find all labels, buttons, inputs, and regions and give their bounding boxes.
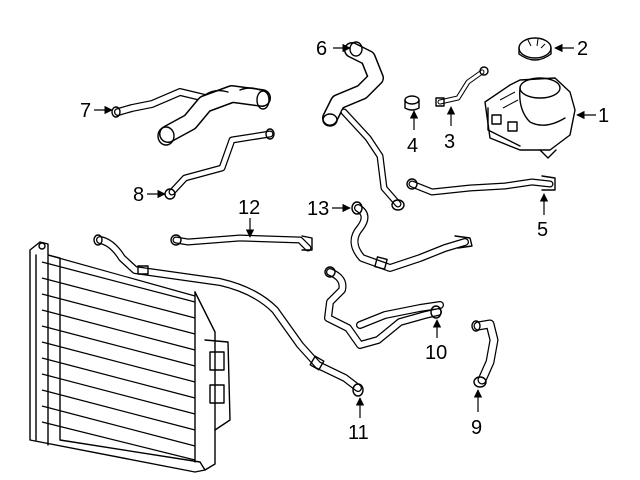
callout-3-label: 3 <box>444 131 455 153</box>
hose-11 <box>93 234 364 397</box>
callout-7-label: 7 <box>80 100 91 122</box>
callout-11-label: 11 <box>348 422 369 444</box>
callout-7: 7 <box>80 100 113 122</box>
callout-1-label: 1 <box>598 105 609 127</box>
hose-6 <box>322 41 405 211</box>
callout-6-label: 6 <box>316 38 327 60</box>
callout-10-label: 10 <box>425 342 447 364</box>
callout-2: 2 <box>554 38 588 60</box>
callout-8: 8 <box>133 184 166 206</box>
cap-2 <box>518 37 552 61</box>
callout-12: 12 <box>238 197 260 238</box>
hose-13 <box>350 201 473 272</box>
callout-2-label: 2 <box>577 38 588 60</box>
callout-9: 9 <box>471 389 483 439</box>
hose-3 <box>435 66 489 107</box>
reservoir-1 <box>484 77 576 159</box>
callout-5: 5 <box>537 193 549 241</box>
callout-5-label: 5 <box>537 219 548 241</box>
callout-10: 10 <box>425 319 447 364</box>
callout-9-label: 9 <box>471 417 482 439</box>
callout-11: 11 <box>348 397 369 444</box>
callout-12-label: 12 <box>238 197 260 219</box>
hose-7 <box>111 85 271 146</box>
hose-9 <box>471 319 499 388</box>
callout-1: 1 <box>576 105 609 127</box>
callout-8-label: 8 <box>133 184 144 206</box>
hose-5 <box>406 175 556 196</box>
callout-13: 13 <box>307 198 351 220</box>
clamp-4 <box>404 95 420 111</box>
hose-10 <box>324 266 444 349</box>
hose-12 <box>170 234 313 252</box>
callout-4: 4 <box>407 110 419 157</box>
hose-8 <box>164 128 275 200</box>
callout-3: 3 <box>444 106 456 153</box>
callout-13-label: 13 <box>307 198 329 220</box>
callout-6: 6 <box>316 38 351 60</box>
radiator <box>29 241 231 473</box>
callout-4-label: 4 <box>407 135 418 157</box>
